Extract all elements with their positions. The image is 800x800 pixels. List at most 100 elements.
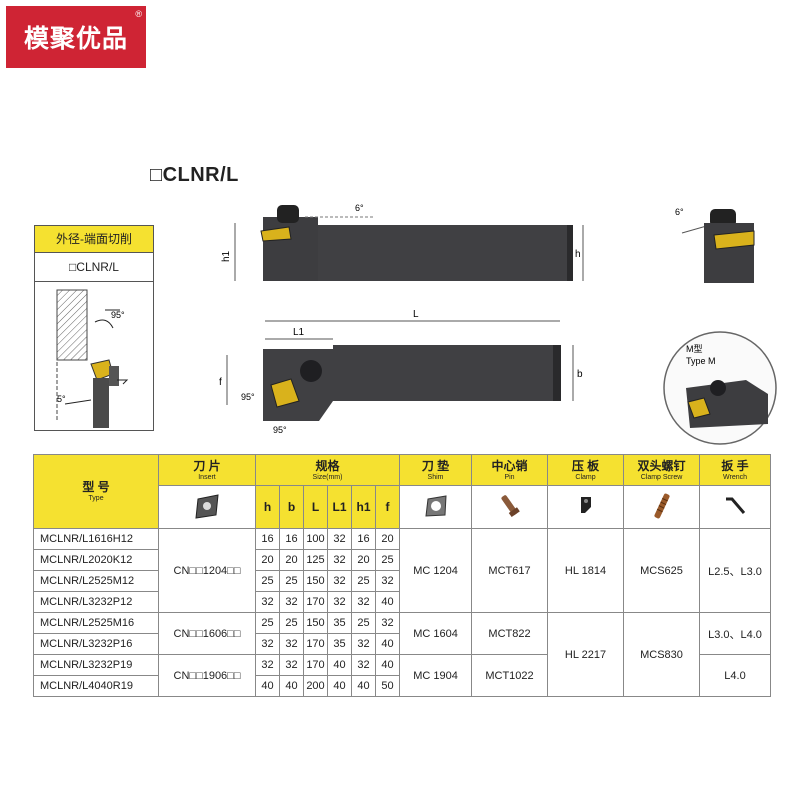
dim-cell: 35: [327, 612, 352, 634]
screw-group-2: MCS830: [623, 612, 701, 697]
end-insert: [713, 230, 755, 250]
end-view-drawing: 6°: [675, 207, 755, 283]
side-view-drawing: h1 6° h: [221, 203, 584, 281]
top-tool-body: [263, 345, 560, 421]
dim-cell: 32: [351, 654, 376, 676]
dim-cell: 20: [374, 528, 401, 550]
dim-cell: 170: [303, 633, 328, 655]
top-view-drawing: L L1 f 95° 95° b: [219, 309, 583, 435]
dim-cell: 50: [374, 675, 401, 697]
dim-cell: 150: [303, 612, 328, 634]
dim-cell: 25: [374, 549, 401, 571]
screw-icon: [623, 485, 701, 529]
top-l1-label: L1: [293, 327, 305, 338]
wrench-group-3: L4.0: [699, 654, 772, 697]
shim-icon: [399, 485, 473, 529]
table-row-model: MCLNR/L4040R19: [33, 675, 159, 697]
pin-group-1: MCT617: [471, 528, 549, 613]
dim-cell: 32: [279, 654, 304, 676]
dim-cell: 32: [327, 549, 352, 571]
dim-cell: 40: [279, 675, 304, 697]
dim-cell: 40: [374, 591, 401, 613]
table-row-model: MCLNR/L2525M12: [33, 570, 159, 592]
dim-cell: 25: [351, 570, 376, 592]
top-l-label: L: [413, 309, 419, 320]
dim-cell: 20: [255, 549, 280, 571]
pin-icon: [471, 485, 549, 529]
size-col-h1: h1: [351, 485, 376, 529]
dim-cell: 35: [327, 633, 352, 655]
detail-tool-body: [686, 380, 768, 428]
wrench-group-2: L3.0、L4.0: [699, 612, 772, 655]
shim-group-3: MC 1904: [399, 654, 473, 697]
shim-group-2: MC 1604: [399, 612, 473, 655]
side-angle-label: 6°: [355, 203, 364, 213]
wrench-icon: [699, 485, 772, 529]
top-clamp-screw: [300, 360, 322, 382]
side-tool-shank: [318, 225, 573, 281]
insert-group-3: CN□□1906□□: [158, 654, 256, 697]
table-row-model: MCLNR/L3232P16: [33, 633, 159, 655]
dim-cell: 25: [351, 612, 376, 634]
detail-label-en: Type M: [686, 356, 716, 366]
dim-cell: 16: [279, 528, 304, 550]
dim-cell: 40: [351, 675, 376, 697]
dim-cell: 32: [279, 633, 304, 655]
pin-group-2: MCT822: [471, 612, 549, 655]
dim-cell: 32: [255, 633, 280, 655]
dim-cell: 32: [255, 654, 280, 676]
dim-cell: 40: [327, 654, 352, 676]
dim-cell: 25: [255, 570, 280, 592]
insert-group-1: CN□□1204□□: [158, 528, 256, 613]
top-f-label: f: [219, 377, 222, 388]
size-col-h: h: [255, 485, 280, 529]
dim-cell: 32: [279, 591, 304, 613]
category-small-angle: 5°: [57, 394, 66, 404]
dim-cell: 25: [279, 612, 304, 634]
detail-insert: [687, 397, 711, 419]
brand-logo: 模聚优品 ®: [6, 6, 146, 68]
end-clamp: [710, 209, 736, 227]
clamp-group-2: HL 2217: [547, 612, 625, 697]
side-clamp: [277, 205, 299, 223]
top-angle-left: 95°: [241, 392, 255, 402]
dim-cell: 170: [303, 591, 328, 613]
wrench-group-1: L2.5、L3.0: [699, 528, 772, 613]
table-row-model: MCLNR/L2525M16: [33, 612, 159, 634]
top-insert: [270, 378, 300, 408]
shim-group-1: MC 1204: [399, 528, 473, 613]
dim-cell: 25: [255, 612, 280, 634]
dim-cell: 40: [374, 654, 401, 676]
dim-cell: 32: [351, 633, 376, 655]
detail-clamp-screw: [710, 380, 726, 396]
dim-cell: 32: [327, 570, 352, 592]
clamp-icon: [547, 485, 625, 529]
side-h-label: h: [575, 249, 581, 260]
top-b-label: b: [577, 369, 583, 380]
table-row-model: MCLNR/L1616H12: [33, 528, 159, 550]
dim-cell: 32: [327, 528, 352, 550]
category-title: 外径-端面切削: [35, 226, 153, 253]
workpiece-hatch: [56, 289, 88, 361]
dim-cell: 150: [303, 570, 328, 592]
table-row-model: MCLNR/L2020K12: [33, 549, 159, 571]
dim-cell: 170: [303, 654, 328, 676]
product-title: □CLNR/L: [150, 164, 239, 186]
category-angle-label: 95°: [111, 310, 125, 320]
dim-cell: 40: [374, 633, 401, 655]
dim-cell: 32: [255, 591, 280, 613]
dim-cell: 16: [255, 528, 280, 550]
top-angle-bottom: 95°: [273, 425, 287, 435]
size-col-f: f: [374, 485, 401, 529]
insert-group-2: CN□□1606□□: [158, 612, 256, 655]
size-col-l1: L1: [327, 485, 352, 529]
size-col-l: L: [303, 485, 328, 529]
